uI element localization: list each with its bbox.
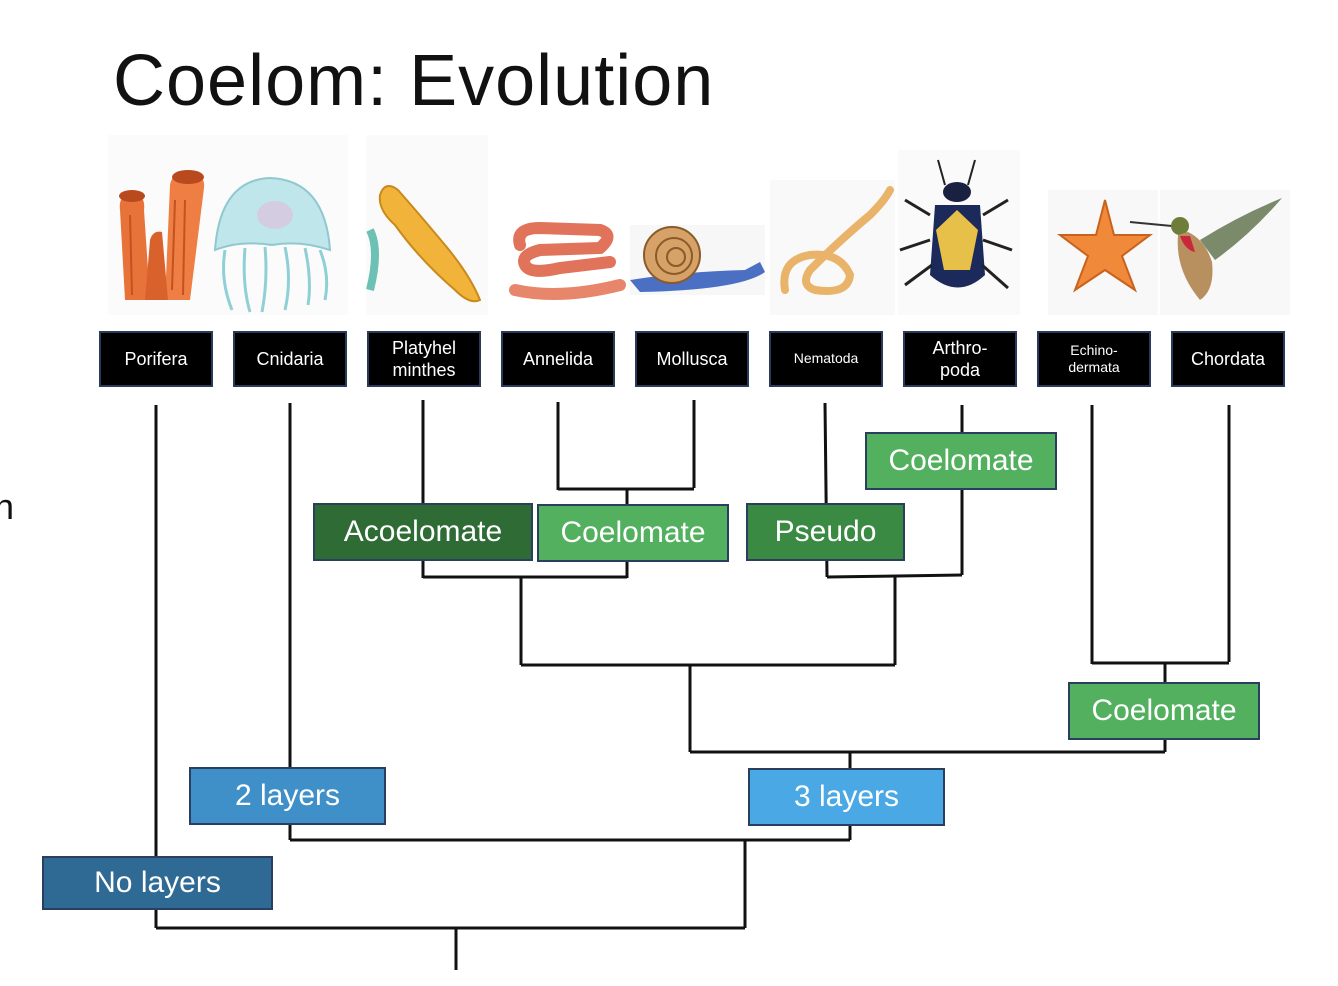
no-layers-box: No layers xyxy=(42,856,273,910)
cropped-text-fragment: n xyxy=(0,486,15,527)
flatworm-illustration xyxy=(366,135,488,315)
phylum-label-echinodermata: Echino-dermata xyxy=(1037,331,1151,387)
snail-illustration xyxy=(630,225,765,295)
phylum-label-nematoda: Nematoda xyxy=(769,331,883,387)
phylum-label-cnidaria: Cnidaria xyxy=(233,331,347,387)
three-layers-box: 3 layers xyxy=(748,768,945,826)
earthworm-illustration xyxy=(509,221,626,300)
animal-illustrations xyxy=(108,135,1290,315)
page-title: Coelom: Evolution xyxy=(113,41,715,121)
phylum-label-porifera: Porifera xyxy=(99,331,213,387)
roundworm-illustration xyxy=(770,180,895,315)
phylum-label-mollusca: Mollusca xyxy=(635,331,749,387)
coelomate-box-annelida-mollusca: Coelomate xyxy=(537,504,729,562)
starfish-illustration xyxy=(1048,190,1158,315)
phylum-label-annelida: Annelida xyxy=(501,331,615,387)
phylum-label-arthropoda: Arthro-poda xyxy=(903,331,1017,387)
phylum-label-chordata: Chordata xyxy=(1171,331,1285,387)
jellyfish-illustration xyxy=(213,176,332,313)
acoelomate-box: Acoelomate xyxy=(313,503,533,561)
beetle-illustration xyxy=(898,150,1020,315)
two-layers-box: 2 layers xyxy=(189,767,386,825)
hummingbird-illustration xyxy=(1129,190,1290,315)
coelomate-box-deuterostomes: Coelomate xyxy=(1068,682,1260,740)
pseudocoelomate-box: Pseudo xyxy=(746,503,905,561)
coelomate-box-arthropoda: Coelomate xyxy=(865,432,1057,490)
